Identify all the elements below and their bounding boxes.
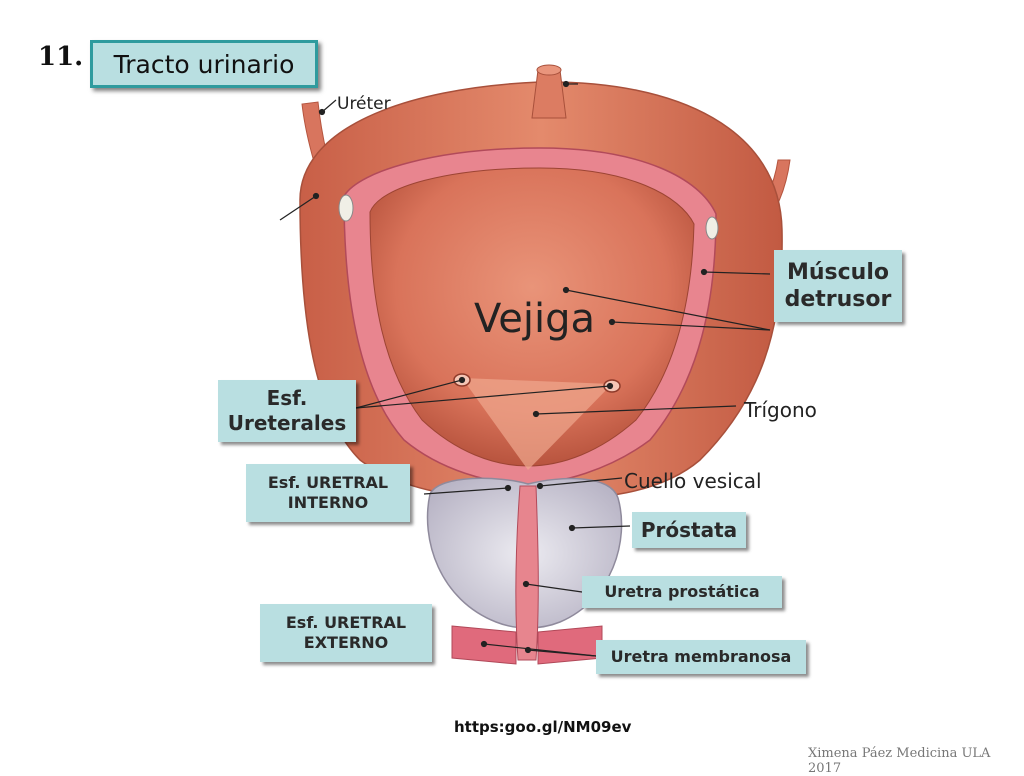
label-trigono: Trígono bbox=[744, 398, 817, 422]
membranous-sphincter-right bbox=[537, 625, 603, 665]
label-esf-uretral-interno: Esf. URETRAL INTERNO bbox=[246, 464, 410, 522]
label-esf-uretral-externo-line1: Esf. URETRAL bbox=[285, 613, 407, 632]
label-vejiga: Vejiga bbox=[474, 296, 595, 342]
label-esf-uretral-externo-line2: EXTERNO bbox=[303, 633, 389, 652]
label-esf-uretral-interno-line1: Esf. URETRAL bbox=[267, 473, 389, 492]
label-esf-uretral-externo: Esf. URETRAL EXTERNO bbox=[260, 604, 432, 662]
label-uretra-prostatica: Uretra prostática bbox=[582, 576, 782, 608]
label-prostata: Próstata bbox=[632, 512, 746, 548]
label-esf-ureterales-line2: Ureterales bbox=[227, 411, 347, 435]
label-esf-ureterales-line1: Esf. bbox=[266, 386, 308, 410]
label-musculo-detrusor-line1: Músculo bbox=[786, 259, 889, 285]
trigone bbox=[462, 378, 612, 470]
slide-number: 11. bbox=[38, 42, 84, 72]
footer-credit: Ximena Páez Medicina ULA 2017 bbox=[808, 746, 991, 776]
label-esf-uretral-interno-line2: INTERNO bbox=[287, 493, 369, 512]
label-musculo-detrusor: Músculo detrusor bbox=[774, 250, 902, 322]
label-ureter: Uréter bbox=[337, 94, 391, 114]
footer-url: https:goo.gl/NM09ev bbox=[454, 718, 632, 736]
label-cuello-vesical: Cuello vesical bbox=[624, 469, 762, 493]
label-musculo-detrusor-line2: detrusor bbox=[784, 287, 892, 312]
label-uretra-membranosa: Uretra membranosa bbox=[596, 640, 806, 674]
label-esf-ureterales: Esf. Ureterales bbox=[218, 380, 356, 442]
slide-title: Tracto urinario bbox=[90, 40, 318, 88]
urethra bbox=[515, 485, 539, 661]
